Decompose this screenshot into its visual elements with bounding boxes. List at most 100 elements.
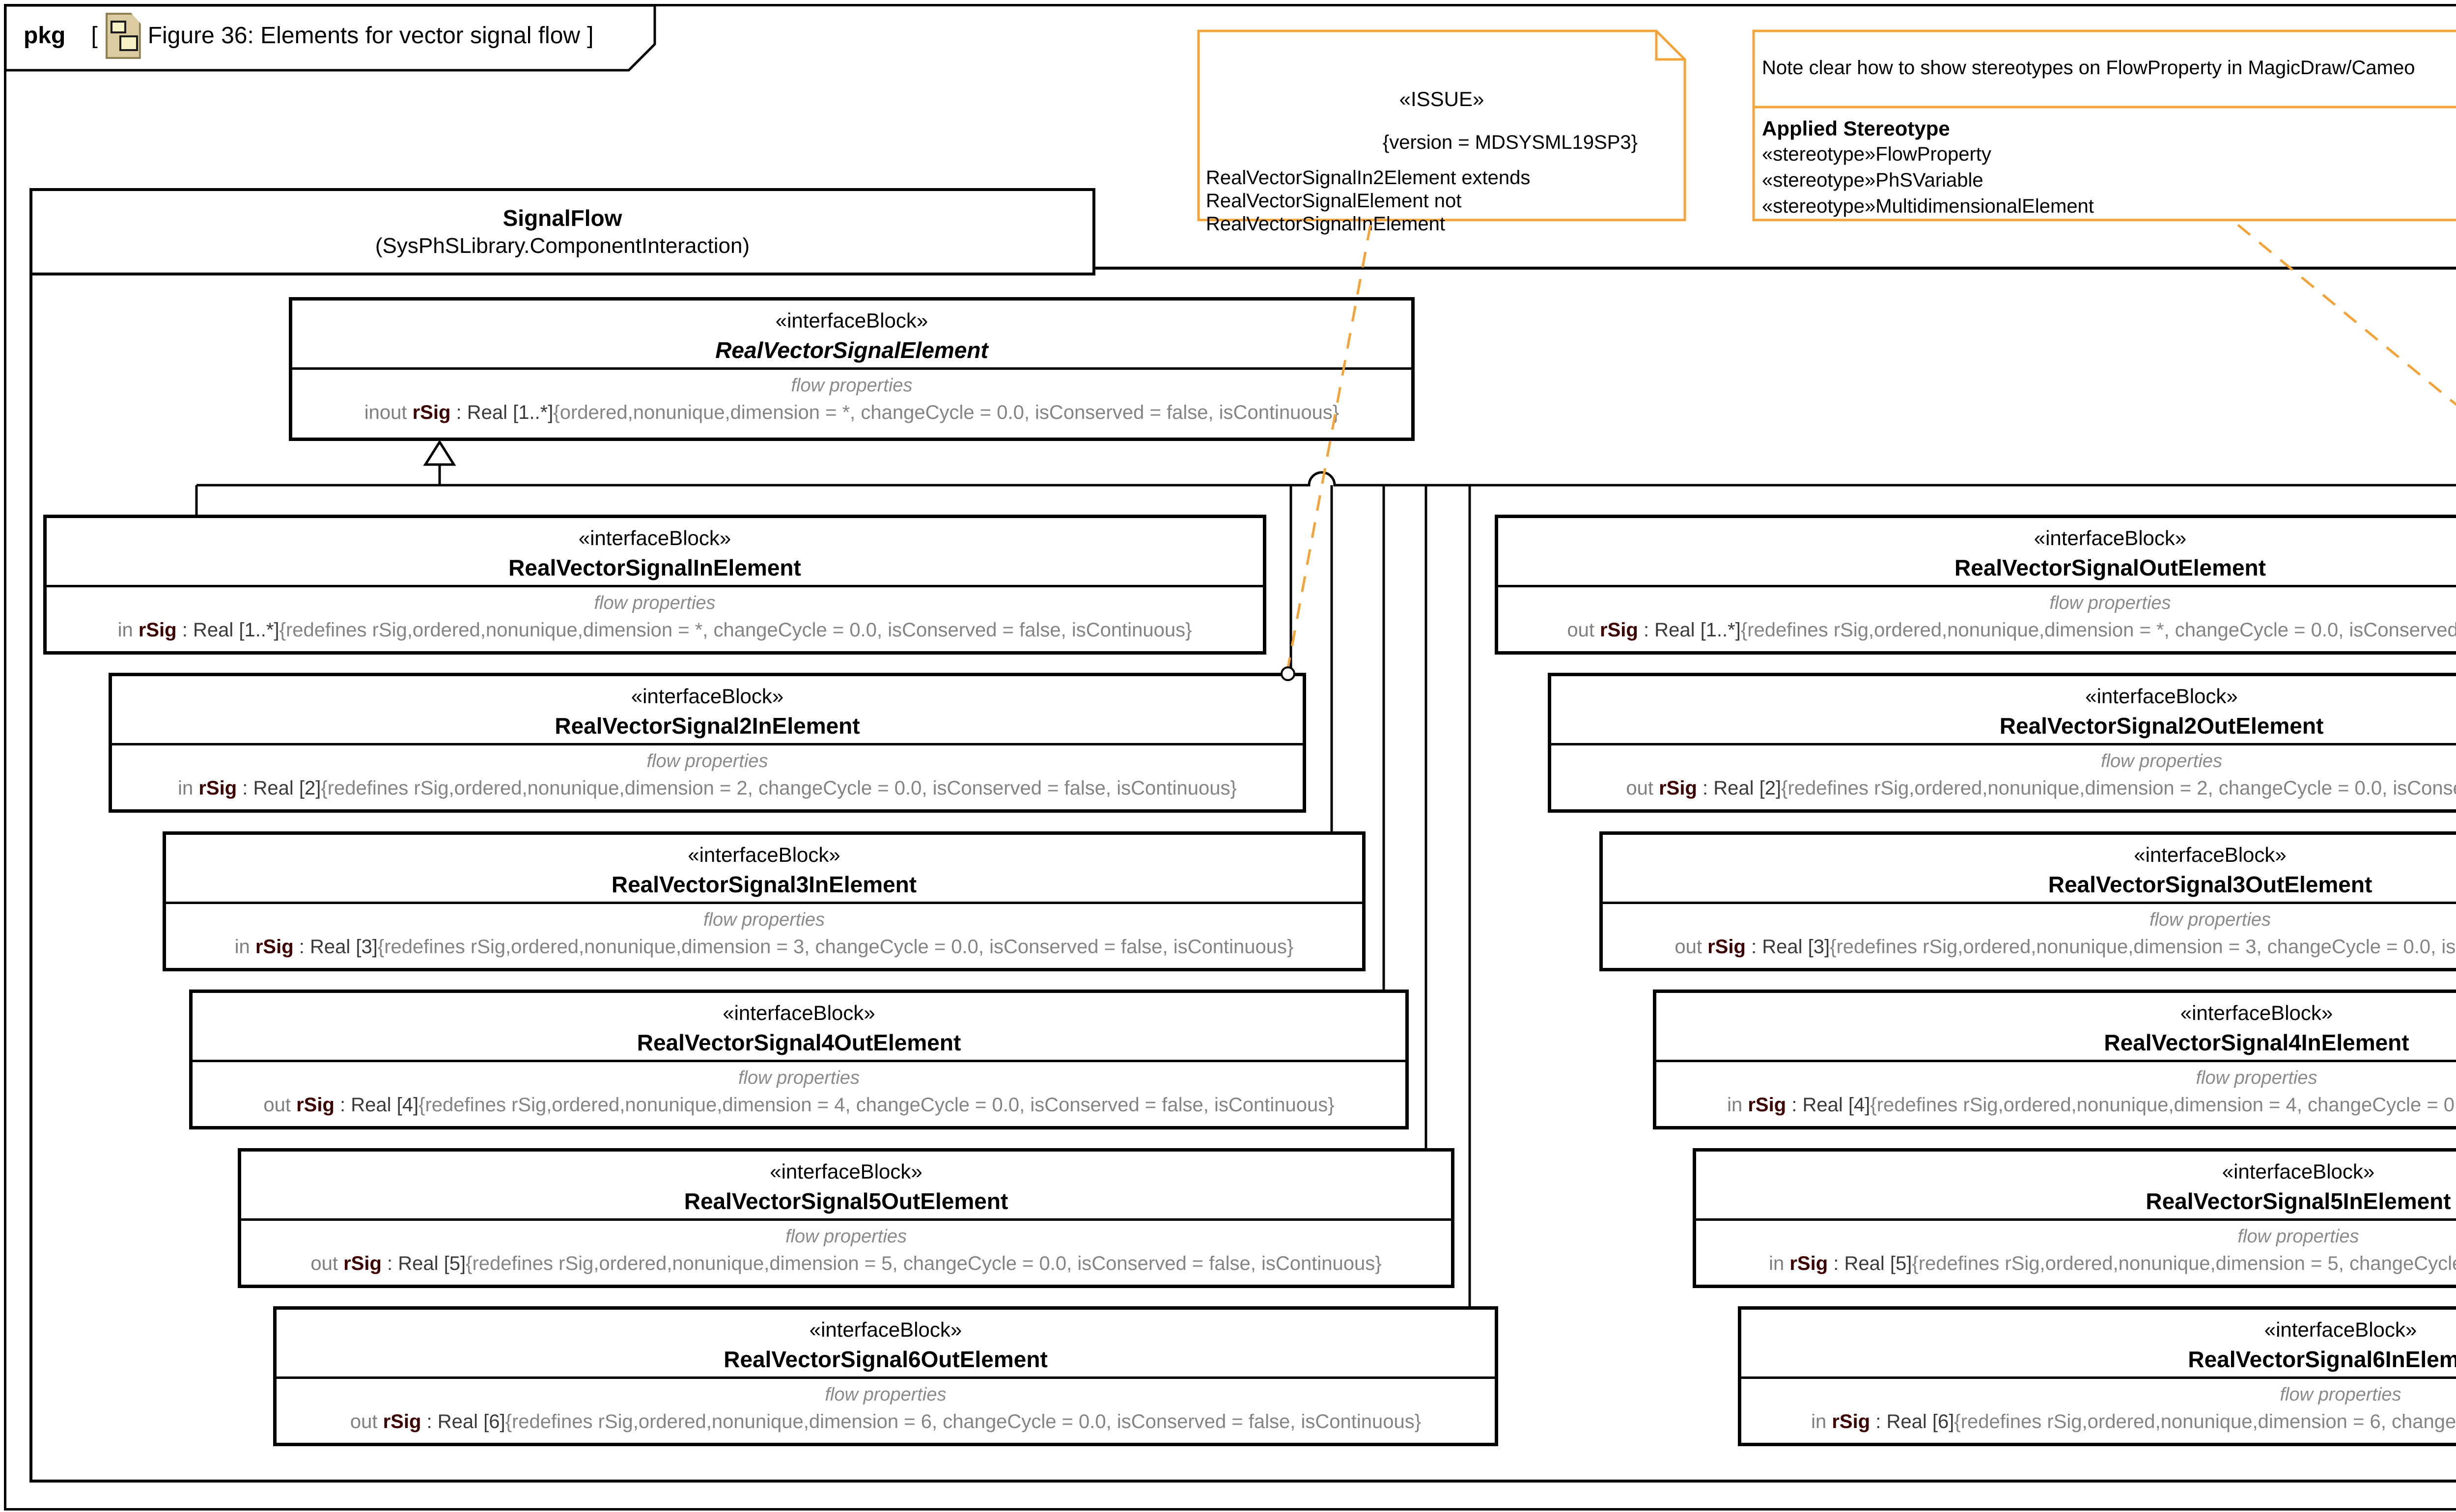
block-name: RealVectorSignalElement — [715, 337, 988, 363]
flow-property[interactable]: out rSig : Real [3]{redefines rSig,order… — [1675, 936, 2456, 958]
block-stereotype: «interfaceBlock» — [770, 1160, 922, 1183]
block-RealVectorSignalElement[interactable]: «interfaceBlock» RealVectorSignalElement… — [289, 297, 1415, 441]
diagram-frame — [4, 4, 2456, 1511]
block-name: RealVectorSignal6OutElement — [724, 1347, 1048, 1372]
block-name: RealVectorSignalInElement — [508, 555, 801, 580]
applied-stereotype-note[interactable]: Note clear how to show stereotypes on Fl… — [1752, 29, 2456, 221]
stereotype-item: «stereotype»FlowProperty — [1762, 143, 1991, 165]
block-name: RealVectorSignal4OutElement — [637, 1030, 961, 1055]
frame-open-bracket: [ — [91, 22, 98, 49]
block-stereotype: «interfaceBlock» — [2134, 843, 2287, 866]
compartment-label: flow properties — [2196, 1068, 2317, 1088]
compartment-label: flow properties — [2149, 909, 2271, 930]
compartment-separator — [1551, 743, 2456, 745]
block-RealVectorSignal2OutElement[interactable]: «interfaceBlock» RealVectorSignal2OutEle… — [1548, 673, 2456, 813]
compartment-label: flow properties — [2100, 751, 2223, 771]
note-outline — [1752, 29, 2456, 221]
compartment-separator — [277, 1376, 1495, 1379]
block-RealVectorSignal6InElement[interactable]: «interfaceBlock» RealVectorSignal6InElem… — [1738, 1306, 2456, 1446]
frame-header: pkg [ Figure 36: Elements for vector sig… — [24, 8, 593, 63]
block-name: RealVectorSignalOutElement — [1954, 555, 2266, 580]
block-RealVectorSignal3InElement[interactable]: «interfaceBlock» RealVectorSignal3InElem… — [163, 831, 1366, 971]
block-stereotype: «interfaceBlock» — [631, 685, 784, 708]
block-name: RealVectorSignal2OutElement — [1999, 713, 2324, 739]
issue-text-line: RealVectorSignalIn2Element extends — [1206, 167, 1531, 189]
frame-kind-label: pkg — [24, 22, 66, 49]
compartment-label: flow properties — [2280, 1384, 2401, 1405]
block-stereotype: «interfaceBlock» — [775, 309, 928, 332]
note-outline — [1197, 29, 1686, 221]
flow-property[interactable]: in rSig : Real [2]{redefines rSig,ordere… — [178, 777, 1237, 799]
compartment-separator — [241, 1218, 1451, 1221]
block-RealVectorSignal5InElement[interactable]: «interfaceBlock» RealVectorSignal5InElem… — [1693, 1148, 2456, 1288]
block-name: RealVectorSignal5OutElement — [684, 1188, 1008, 1214]
block-name: RealVectorSignal3OutElement — [2048, 872, 2372, 897]
flow-property[interactable]: out rSig : Real [4]{redefines rSig,order… — [263, 1094, 1335, 1116]
block-RealVectorSignal3OutElement[interactable]: «interfaceBlock» RealVectorSignal3OutEle… — [1599, 831, 2456, 971]
compartment-separator — [292, 367, 1411, 370]
block-RealVectorSignalInElement[interactable]: «interfaceBlock» RealVectorSignalInEleme… — [43, 515, 1266, 655]
compartment-separator — [1498, 585, 2456, 587]
block-stereotype: «interfaceBlock» — [578, 526, 731, 550]
signalflow-package-tab[interactable]: SignalFlow (SysPhSLibrary.ComponentInter… — [29, 188, 1095, 275]
flow-property[interactable]: out rSig : Real [6]{redefines rSig,order… — [350, 1411, 1422, 1432]
note-header-text: Note clear how to show stereotypes on Fl… — [1762, 57, 2415, 79]
block-stereotype: «interfaceBlock» — [2264, 1318, 2417, 1341]
package-name: SignalFlow — [502, 205, 622, 231]
block-stereotype: «interfaceBlock» — [2085, 685, 2238, 708]
block-RealVectorSignal4OutElement[interactable]: «interfaceBlock» RealVectorSignal4OutEle… — [189, 990, 1409, 1129]
block-RealVectorSignal2InElement[interactable]: «interfaceBlock» RealVectorSignal2InElem… — [109, 673, 1306, 813]
issue-text-line: RealVectorSignalElement not — [1206, 190, 1462, 212]
compartment-separator — [112, 743, 1303, 745]
block-name: RealVectorSignal3InElement — [611, 872, 917, 897]
block-RealVectorSignal5OutElement[interactable]: «interfaceBlock» RealVectorSignal5OutEle… — [238, 1148, 1454, 1288]
block-stereotype: «interfaceBlock» — [688, 843, 840, 866]
compartment-separator — [1741, 1376, 2456, 1379]
block-RealVectorSignal6OutElement[interactable]: «interfaceBlock» RealVectorSignal6OutEle… — [273, 1306, 1498, 1446]
package-diagram-icon — [105, 13, 141, 59]
compartment-separator — [1696, 1218, 2456, 1221]
flow-property[interactable]: inout rSig : Real [1..*]{ordered,nonuniq… — [364, 402, 1340, 423]
compartment-label: flow properties — [738, 1068, 860, 1088]
compartment-separator — [193, 1060, 1405, 1062]
compartment-label: flow properties — [646, 751, 768, 771]
block-stereotype: «interfaceBlock» — [2180, 1001, 2333, 1024]
block-RealVectorSignal4InElement[interactable]: «interfaceBlock» RealVectorSignal4InElem… — [1653, 990, 2456, 1129]
flow-property[interactable]: in rSig : Real [6]{redefines rSig,ordere… — [1811, 1411, 2456, 1432]
block-name: RealVectorSignal6InElement — [2188, 1347, 2456, 1372]
compartment-label: flow properties — [825, 1384, 947, 1405]
issue-stereotype: «ISSUE» — [1399, 87, 1484, 110]
block-stereotype: «interfaceBlock» — [2222, 1160, 2375, 1183]
flow-property[interactable]: out rSig : Real [2]{redefines rSig,order… — [1626, 777, 2456, 799]
compartment-label: flow properties — [594, 593, 716, 613]
block-name: RealVectorSignal2InElement — [555, 713, 860, 739]
compartment-separator — [166, 902, 1362, 904]
frame-title: Figure 36: Elements for vector signal fl… — [147, 22, 581, 49]
block-stereotype: «interfaceBlock» — [723, 1001, 875, 1024]
compartment-separator — [47, 585, 1263, 587]
flow-property[interactable]: in rSig : Real [5]{redefines rSig,ordere… — [1769, 1253, 2456, 1274]
flow-property[interactable]: out rSig : Real [5]{redefines rSig,order… — [310, 1253, 1382, 1274]
issue-version: {version = MDSYSML19SP3} — [1382, 132, 1638, 153]
block-name: RealVectorSignal4InElement — [2104, 1030, 2409, 1055]
compartment-label: flow properties — [2237, 1226, 2359, 1247]
flow-property[interactable]: out rSig : Real [1..*]{redefines rSig,or… — [1567, 619, 2456, 641]
stereotype-item: «stereotype»PhSVariable — [1762, 169, 1983, 191]
flow-property[interactable]: in rSig : Real [1..*]{redefines rSig,ord… — [117, 619, 1192, 641]
applied-stereotype-title: Applied Stereotype — [1762, 117, 1950, 140]
block-name: RealVectorSignal5InElement — [2146, 1188, 2451, 1214]
compartment-label: flow properties — [703, 909, 825, 930]
package-qualifier: (SysPhSLibrary.ComponentInteraction) — [375, 234, 750, 258]
note-fold-corner — [1655, 31, 1685, 61]
issue-text-line: RealVectorSignalInElement — [1206, 213, 1445, 235]
flow-property[interactable]: in rSig : Real [3]{redefines rSig,ordere… — [234, 936, 1294, 958]
frame-close-bracket: ] — [587, 22, 594, 49]
compartment-separator — [1603, 902, 2456, 904]
block-stereotype: «interfaceBlock» — [809, 1318, 962, 1341]
compartment-label: flow properties — [785, 1226, 907, 1247]
compartment-label: flow properties — [791, 375, 913, 396]
issue-note[interactable]: «ISSUE» {version = MDSYSML19SP3} RealVec… — [1197, 29, 1686, 235]
flow-property[interactable]: in rSig : Real [4]{redefines rSig,ordere… — [1727, 1094, 2456, 1116]
block-RealVectorSignalOutElement[interactable]: «interfaceBlock» RealVectorSignalOutElem… — [1495, 515, 2456, 655]
